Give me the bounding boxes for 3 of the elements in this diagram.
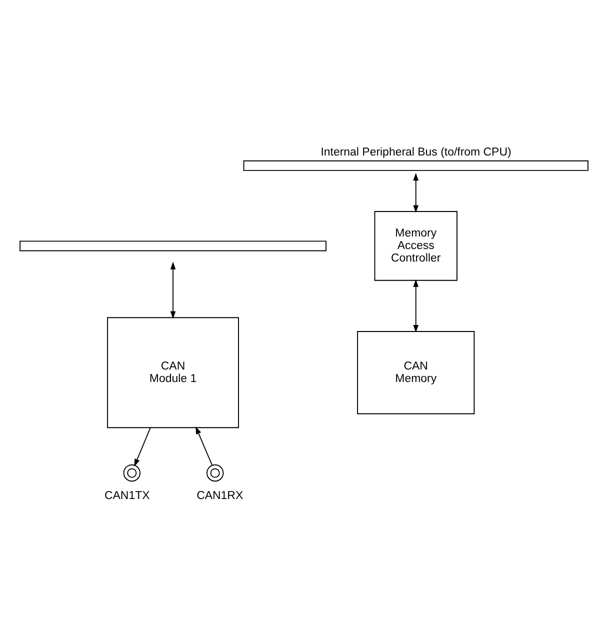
node-label: CAN1TX [104, 489, 150, 502]
node-label: Internal Peripheral Bus (to/from CPU) [320, 146, 512, 158]
node-label: CAN1RX [196, 489, 244, 502]
